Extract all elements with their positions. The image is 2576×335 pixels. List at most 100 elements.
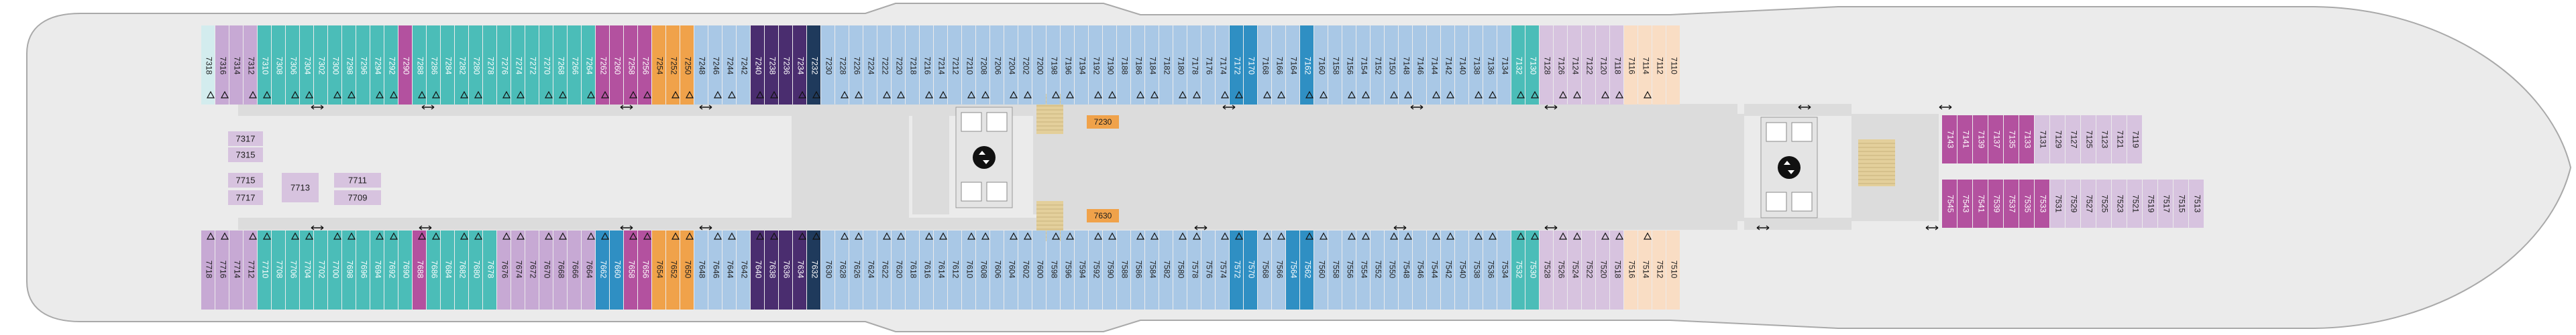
cabin-7564[interactable]: 7564 [1286,230,1299,310]
cabin-block[interactable] [582,230,595,310]
cabin-7580[interactable]: 7580 [1173,230,1187,310]
cabin-block[interactable] [1286,230,1299,310]
cabin-7535[interactable]: 7535 [2019,180,2034,228]
cabin-7314[interactable]: 7314 [229,25,243,105]
cabin-block[interactable] [934,230,947,310]
cabin-block[interactable] [821,230,835,310]
cabin-block[interactable] [1483,230,1497,310]
cabin-7542[interactable]: 7542 [1441,230,1454,310]
cabin-block[interactable] [328,25,341,105]
cabin-7660[interactable]: 7660 [610,230,623,310]
cabin-7246[interactable]: 7246 [708,25,722,105]
cabin-7624[interactable]: 7624 [863,230,877,310]
cabin-7128[interactable]: 7128 [1540,25,1553,105]
cabin-block[interactable] [1272,230,1285,310]
cabin-block[interactable] [610,230,623,310]
cabin-7123[interactable]: 7123 [2096,115,2111,163]
cabin-7220[interactable]: 7220 [892,25,905,105]
cabin-block[interactable] [1540,230,1553,310]
cabin-7210[interactable]: 7210 [962,25,975,105]
cabin-block[interactable] [793,230,806,310]
cabin-block[interactable] [835,25,849,105]
cabin-7642[interactable]: 7642 [737,230,750,310]
cabin-block[interactable] [2065,115,2080,163]
cabin-block[interactable] [1173,25,1187,105]
cabin-7510[interactable]: 7510 [1666,230,1680,310]
cabin-7232[interactable]: 7232 [807,25,820,105]
cabin-block[interactable] [356,25,370,105]
cabin-block[interactable] [1942,180,1957,228]
cabin-block[interactable] [1596,25,1609,105]
cabin-block[interactable] [962,230,975,310]
cabin-7143[interactable]: 7143 [1942,115,1957,163]
cabin-7704[interactable]: 7704 [300,230,313,310]
cabin-block[interactable] [2174,180,2188,228]
cabin-block[interactable] [1610,230,1623,310]
cabin-block[interactable] [286,25,299,105]
cabin-block[interactable] [2112,180,2127,228]
cabin-7518[interactable]: 7518 [1610,230,1623,310]
cabin-block[interactable] [342,25,356,105]
cabin-7515[interactable]: 7515 [2174,180,2188,228]
cabin-block[interactable] [1973,115,1988,163]
cabin-7516[interactable]: 7516 [1624,230,1638,310]
cabin-7127[interactable]: 7127 [2065,115,2080,163]
cabin-block[interactable] [1131,25,1144,105]
cabin-block[interactable] [1187,25,1201,105]
cabin-7554[interactable]: 7554 [1356,230,1370,310]
cabin-block[interactable] [2081,180,2096,228]
cabin-block[interactable] [300,25,313,105]
cabin-block[interactable] [1582,25,1595,105]
cabin-7552[interactable]: 7552 [1371,230,1384,310]
cabin-7176[interactable]: 7176 [1201,25,1215,105]
cabin-7698[interactable]: 7698 [342,230,356,310]
cabin-block[interactable] [1554,230,1567,310]
cabin-block[interactable] [1300,230,1313,310]
cabin-block[interactable] [1624,230,1638,310]
cabin-7584[interactable]: 7584 [1145,230,1159,310]
cabin-7300[interactable]: 7300 [328,25,341,105]
cabin-7308[interactable]: 7308 [272,25,285,105]
cabin-7294[interactable]: 7294 [370,25,384,105]
cabin-block[interactable] [568,230,581,310]
cabin-block[interactable] [1988,115,2003,163]
cabin-block[interactable] [525,25,539,105]
cabin-7630-label[interactable]: 7630 [1087,209,1119,222]
cabin-block[interactable] [638,230,651,310]
cabin-block[interactable] [1244,230,1257,310]
cabin-7317[interactable]: 7317 [228,131,263,146]
cabin-block[interactable] [1004,25,1018,105]
cabin-7718[interactable]: 7718 [201,230,215,310]
cabin-block[interactable] [582,25,595,105]
cabin-7148[interactable]: 7148 [1399,25,1412,105]
cabin-block[interactable] [1385,230,1398,310]
cabin-block[interactable] [1258,25,1271,105]
cabin-7626[interactable]: 7626 [849,230,863,310]
cabin-block[interactable] [356,230,370,310]
cabin-7525[interactable]: 7525 [2096,180,2111,228]
cabin-7540[interactable]: 7540 [1455,230,1468,310]
cabin-7119[interactable]: 7119 [2127,115,2142,163]
cabin-7315[interactable]: 7315 [228,147,263,162]
cabin-7543[interactable]: 7543 [1957,180,1972,228]
cabin-7598[interactable]: 7598 [1046,230,1060,310]
cabin-7706[interactable]: 7706 [286,230,299,310]
cabin-block[interactable] [877,25,891,105]
cabin-7114[interactable]: 7114 [1638,25,1652,105]
cabin-7520[interactable]: 7520 [1596,230,1609,310]
cabin-7539[interactable]: 7539 [1988,180,2003,228]
cabin-7316[interactable]: 7316 [215,25,229,105]
cabin-block[interactable] [427,230,440,310]
cabin-block[interactable] [228,147,263,162]
cabin-7166[interactable]: 7166 [1272,25,1285,105]
cabin-block[interactable] [497,230,511,310]
cabin-block[interactable] [2081,115,2096,163]
cabin-block[interactable] [1018,230,1032,310]
cabin-7648[interactable]: 7648 [694,230,708,310]
cabin-block[interactable] [610,25,623,105]
cabin-block[interactable] [596,230,609,310]
cabin-7528[interactable]: 7528 [1540,230,1553,310]
cabin-block[interactable] [1957,115,1972,163]
cabin-block[interactable] [1216,230,1229,310]
cabin-block[interactable] [300,230,313,310]
